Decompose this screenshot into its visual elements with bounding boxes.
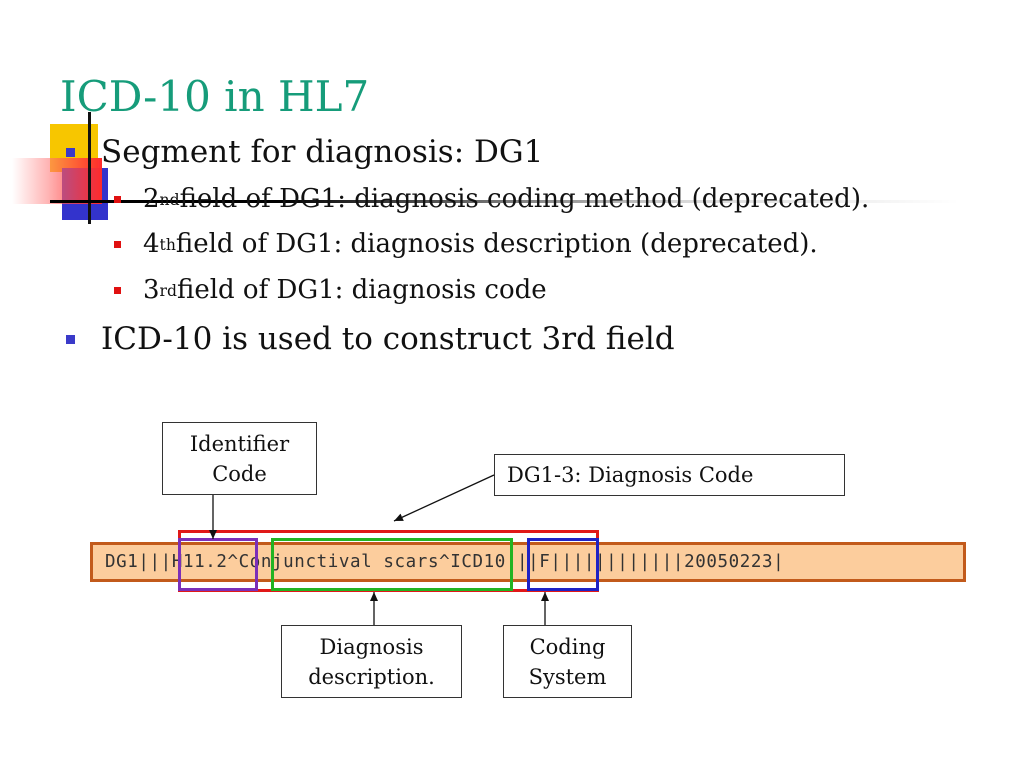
diagnosis-description-frame [271,538,513,591]
dg1-3-key: DG1-3: [507,463,582,487]
bullet-text: field of DG1: diagnosis code [176,275,547,305]
bullet-text: ICD-10 is used to construct 3rd field [101,321,675,357]
bullet-text: field of DG1: diagnosis description (dep… [175,229,818,259]
coding-system-label: Coding System [503,625,632,698]
arrow-dg1-3 [393,474,495,522]
diagnosis-description-label: Diagnosis description. [281,625,462,698]
bullet-text: Segment for diagnosis: DG1 [101,134,544,170]
bullet-ordinal: 3 [143,275,160,305]
bullet-ordinal: 2 [143,184,160,214]
square-bullet-icon [114,196,121,203]
decor-red-gradient [12,158,102,204]
identifier-code-label: Identifier Code [162,422,317,495]
square-bullet-icon [114,287,121,294]
square-bullet-icon [114,241,121,248]
square-bullet-icon [66,335,75,344]
decor-horizontal-line [50,200,960,203]
dg1-3-label: DG1-3: Diagnosis Code [494,454,845,496]
bullet-icd10-usage: ICD-10 is used to construct 3rd field [66,321,675,357]
bullet-ordinal: 4 [143,229,160,259]
dg1-3-value: Diagnosis Code [581,463,754,487]
bullet-text: field of DG1: diagnosis coding method (d… [179,184,870,214]
decor-vertical-line [88,112,91,224]
identifier-code-frame [178,538,258,591]
slide-title: ICD-10 in HL7 [60,72,370,121]
square-bullet-icon [66,148,75,157]
coding-system-frame [527,538,599,591]
bullet-segment-dg1: Segment for diagnosis: DG1 [66,134,543,170]
